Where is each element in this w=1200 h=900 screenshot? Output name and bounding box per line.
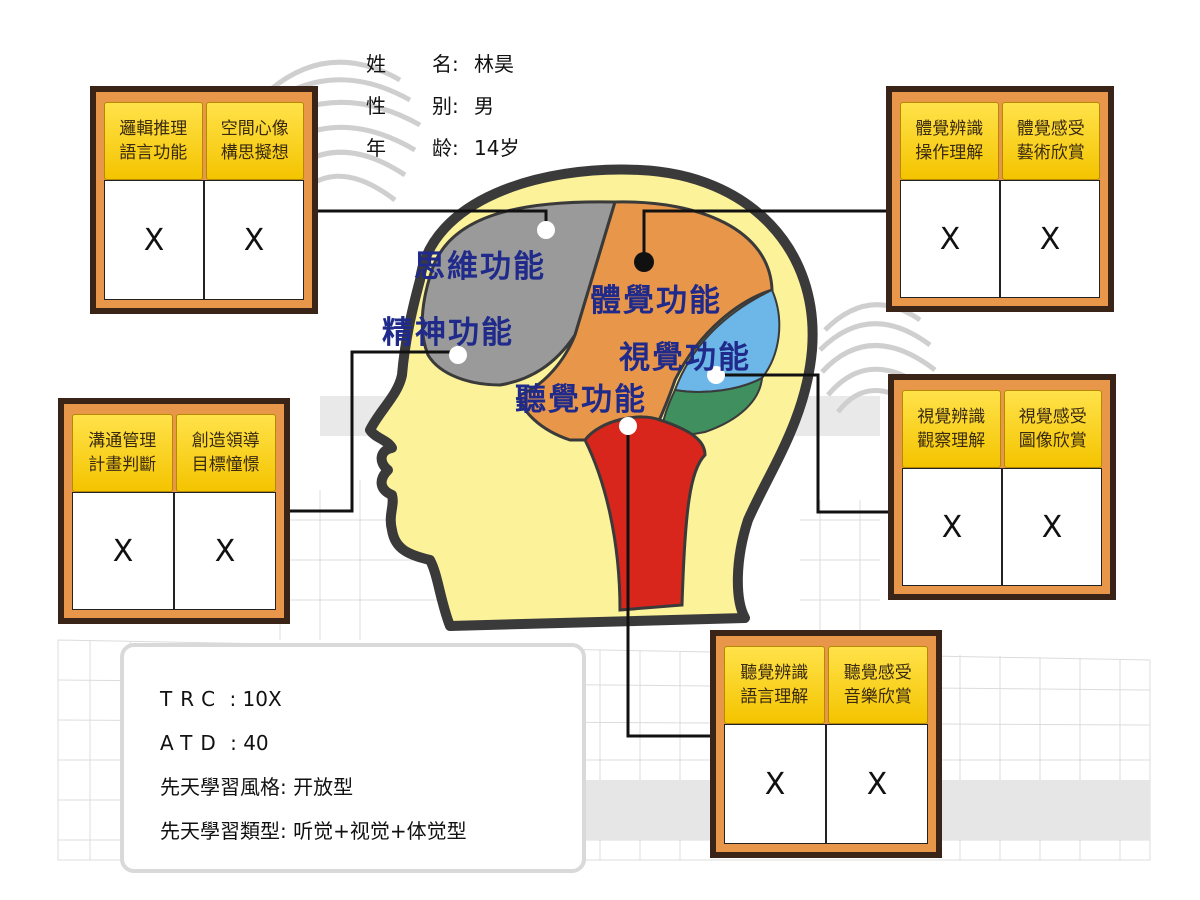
thinking-dot (537, 221, 555, 239)
learning-type-label: 先天學習類型 (160, 819, 280, 843)
thinking-box: 邏輯推理 語言功能 空間心像 構思擬想 X X (90, 86, 318, 314)
learning-style-row: 先天學習風格: 开放型 (160, 771, 353, 800)
trc-value: 10X (242, 687, 282, 711)
thinking-region (420, 200, 618, 387)
auditory-head-1: 聽覺辨識 語言理解 (724, 646, 825, 724)
visual-value-2: X (1041, 509, 1063, 545)
age-colon: : (452, 136, 459, 160)
visual-head-2-text: 視覺感受 圖像欣賞 (1018, 407, 1087, 451)
mental-head-1: 溝通管理 計畫判斷 (72, 414, 173, 492)
mental-box: 溝通管理 計畫判斷 創造領導 目標憧憬 X X (58, 398, 290, 624)
profile-age-row: 年 龄:14岁 (366, 132, 519, 161)
body-box: 體覺辨識 操作理解 體覺感受 藝術欣賞 X X (886, 86, 1114, 312)
thinking-head-2: 空間心像 構思擬想 (205, 102, 304, 180)
visual-box: 視覺辨識 觀察理解 視覺感受 圖像欣賞 X X (888, 374, 1116, 600)
thinking-head-1-text: 邏輯推理 語言功能 (119, 119, 188, 163)
visual-head-2: 視覺感受 圖像欣賞 (1003, 390, 1102, 468)
auditory-head-2-text: 聽覺感受 音樂欣賞 (843, 663, 912, 707)
age-label: 年 龄 (366, 136, 452, 160)
profile-name-row: 姓 名: 林昊 (366, 48, 514, 77)
mental-value-1: X (73, 493, 175, 609)
gender-label: 性 别 (366, 94, 452, 118)
mental-dot (449, 346, 467, 364)
auditory-function-label: 聽覺功能 (515, 382, 647, 418)
gender-value: 男 (474, 94, 494, 118)
thinking-head-1: 邏輯推理 語言功能 (104, 102, 203, 180)
thinking-value-2: X (243, 222, 265, 258)
mental-function-label: 精神功能 (382, 315, 514, 351)
auditory-head-2: 聽覺感受 音樂欣賞 (827, 646, 928, 724)
name-colon: : (452, 52, 459, 76)
summary-panel: TRC : 10X ATD : 40 先天學習風格: 开放型 先天學習類型: 听… (120, 643, 586, 873)
auditory-box: 聽覺辨識 語言理解 聽覺感受 音樂欣賞 X X (710, 630, 942, 858)
cerebellum-region (658, 376, 764, 442)
mental-head-1-text: 溝通管理 計畫判斷 (88, 431, 157, 475)
body-head-1: 體覺辨識 操作理解 (900, 102, 999, 180)
visual-head-1: 視覺辨識 觀察理解 (902, 390, 1001, 468)
learning-style-value: 开放型 (293, 775, 354, 799)
body-head-2: 體覺感受 藝術欣賞 (1001, 102, 1100, 180)
trc-colon: : (223, 687, 243, 711)
age-value: 14岁 (474, 136, 520, 160)
body-value-1: X (901, 181, 1001, 297)
atd-label: ATD (160, 731, 224, 755)
body-value-2: X (1039, 221, 1061, 257)
auditory-dot (619, 417, 637, 435)
trc-row: TRC : 10X (160, 687, 282, 711)
brainstem-region (583, 415, 707, 612)
learning-style-colon: : (280, 775, 294, 799)
body-region (518, 200, 774, 442)
atd-value: 40 (243, 731, 269, 755)
mental-value-2: X (214, 533, 236, 569)
thinking-head-2-text: 空間心像 構思擬想 (220, 119, 289, 163)
visual-head-1-text: 視覺辨識 觀察理解 (917, 407, 986, 451)
trc-label: TRC (160, 687, 224, 711)
visual-function-label: 視覺功能 (619, 340, 751, 376)
name-value: 林昊 (474, 52, 514, 76)
gender-colon: : (452, 94, 459, 118)
thinking-function-label: 思維功能 (414, 249, 546, 285)
learning-style-label: 先天學習風格 (160, 775, 280, 799)
atd-row: ATD : 40 (160, 731, 269, 755)
body-function-label: 體覺功能 (590, 283, 722, 319)
mental-head-2: 創造領導 目標憧憬 (175, 414, 276, 492)
body-head-1-text: 體覺辨識 操作理解 (915, 119, 984, 163)
atd-colon: : (223, 731, 244, 755)
body-dot (634, 252, 654, 272)
auditory-value-1: X (725, 725, 827, 843)
learning-type-row: 先天學習類型: 听觉+视觉+体觉型 (160, 815, 467, 844)
name-label: 姓 名 (366, 52, 452, 76)
auditory-head-1-text: 聽覺辨識 語言理解 (740, 663, 809, 707)
learning-type-value: 听觉+视觉+体觉型 (293, 819, 467, 843)
thinking-value-1: X (105, 181, 205, 299)
visual-dot (707, 366, 725, 384)
auditory-value-2: X (866, 766, 888, 802)
mental-head-2-text: 創造領導 目標憧憬 (191, 431, 260, 475)
learning-type-colon: : (280, 819, 294, 843)
body-head-2-text: 體覺感受 藝術欣賞 (1016, 119, 1085, 163)
profile-gender-row: 性 别: 男 (366, 90, 494, 119)
visual-value-1: X (903, 469, 1003, 585)
